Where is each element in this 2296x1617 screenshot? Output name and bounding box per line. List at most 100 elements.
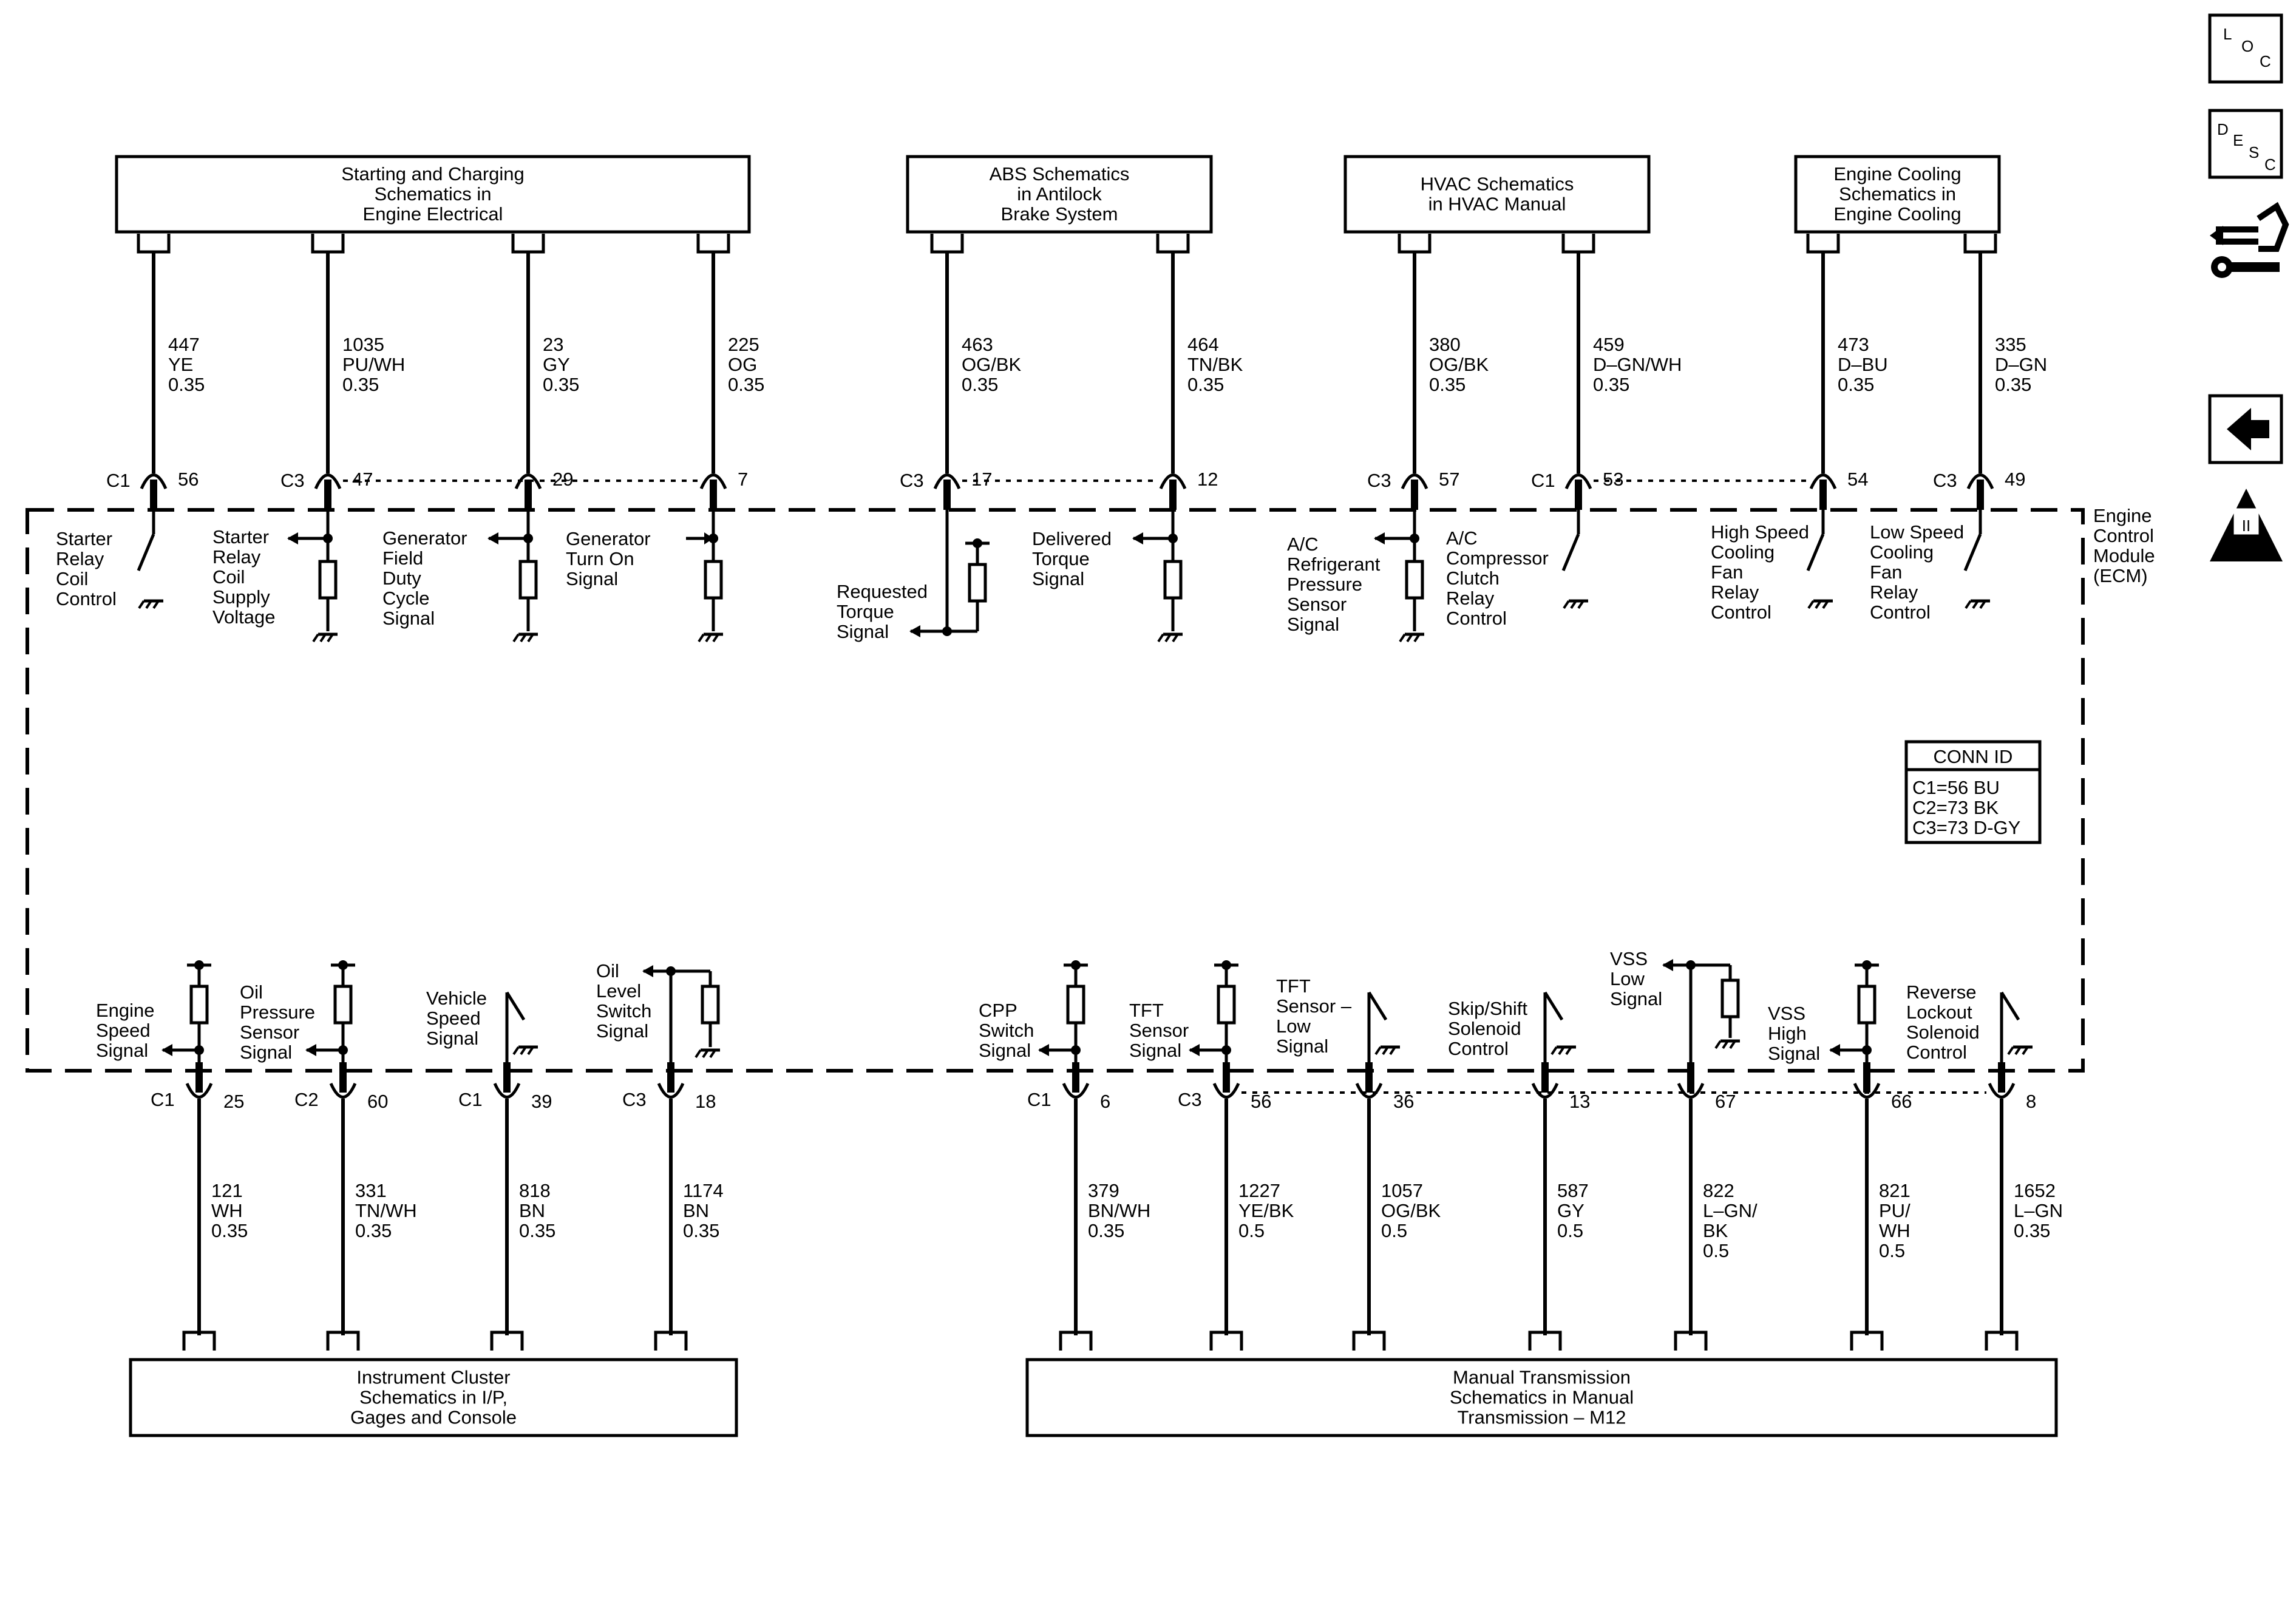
- signal-label: Coil: [56, 568, 88, 589]
- wire-label: 0.35: [1187, 374, 1224, 395]
- terminal: [137, 234, 171, 254]
- arrow-head: [909, 625, 920, 637]
- reference-box-label: Engine Electrical: [363, 203, 503, 225]
- connector-id: C3: [1367, 470, 1391, 491]
- arrow-head: [642, 965, 653, 977]
- wire-label: 0.35: [2014, 1220, 2050, 1241]
- signal-label: Torque: [1032, 548, 1090, 569]
- reference-box[interactable]: [906, 155, 1213, 234]
- ground-icon: [709, 1049, 716, 1059]
- reference-box[interactable]: [1025, 1358, 2058, 1437]
- plug-shape: [2216, 202, 2289, 252]
- pin-number: 8: [2026, 1091, 2036, 1112]
- wire-label: D–GN/WH: [1593, 354, 1682, 375]
- switch-icon: [1561, 534, 1580, 571]
- wires: [137, 234, 2019, 1351]
- terminal: [654, 1331, 688, 1351]
- connector-id: C3: [280, 470, 305, 491]
- connector-id: C1: [106, 470, 131, 491]
- wire-label: 379: [1088, 1180, 1119, 1201]
- wire-label: L–GN/: [1703, 1200, 1758, 1221]
- signal-label: Supply: [212, 586, 270, 608]
- signal-label: Starter: [212, 526, 269, 547]
- ground-icon: [1399, 633, 1406, 643]
- wire-label: 0.5: [1238, 1220, 1265, 1241]
- signal-label: Refrigerant: [1287, 554, 1381, 575]
- loc-button[interactable]: LOC: [2208, 13, 2283, 84]
- signal-label: Voltage: [212, 606, 275, 628]
- resistor: [704, 560, 723, 600]
- reference-box[interactable]: [129, 1358, 738, 1437]
- ground-icon: [512, 1046, 520, 1056]
- signal-label: Reverse: [1906, 981, 1976, 1003]
- signal-label: Engine: [96, 1000, 155, 1021]
- pin-number: 66: [1891, 1091, 1912, 1112]
- pin-number: 47: [352, 469, 373, 490]
- pin-number: 54: [1847, 469, 1868, 490]
- connector-id: C3: [1178, 1089, 1202, 1110]
- signal-label: Starter: [56, 528, 112, 549]
- connector-id: C3: [622, 1089, 647, 1110]
- terminal: [696, 234, 730, 254]
- signal-label: Requested: [837, 581, 928, 602]
- terminal: [1398, 234, 1432, 254]
- signal-label: Speed: [426, 1008, 481, 1029]
- signal-label: Signal: [566, 568, 618, 589]
- terminal: [182, 1331, 216, 1351]
- wire-label: D–GN: [1995, 354, 2047, 375]
- signal-label: Signal: [96, 1040, 148, 1061]
- reference-box[interactable]: [1794, 155, 2001, 234]
- wire-label: 822: [1703, 1180, 1734, 1201]
- reference-box[interactable]: [115, 155, 751, 234]
- wire-label: 0.35: [962, 374, 998, 395]
- terminal: [1059, 1331, 1093, 1351]
- signal-label: CPP: [979, 1000, 1017, 1021]
- signal-label: High: [1768, 1023, 1807, 1044]
- arrow-head: [287, 532, 298, 544]
- wire-label: 0.5: [1381, 1220, 1407, 1241]
- connector-id: C1: [151, 1089, 175, 1110]
- ground-icon: [520, 633, 527, 643]
- schematic-reference-boxes: [115, 155, 2058, 1437]
- connector-wrench-icon[interactable]: [2210, 202, 2289, 278]
- wire-label: 1057: [1381, 1180, 1423, 1201]
- ground-icon: [1577, 600, 1584, 609]
- back-button[interactable]: [2208, 394, 2283, 464]
- resistor: [1720, 978, 1740, 1019]
- loc-button-frame[interactable]: [2208, 13, 2283, 84]
- reference-box-label: Instrument Cluster: [356, 1367, 510, 1388]
- reference-box-label: Starting and Charging: [341, 163, 525, 185]
- wrench-hole: [2218, 263, 2226, 271]
- signal-label: Sensor: [1129, 1020, 1189, 1041]
- pin-number: 18: [695, 1091, 716, 1112]
- connector-symbol: [699, 473, 727, 490]
- wire-label: 0.5: [1879, 1240, 1905, 1261]
- wire-label: WH: [1879, 1220, 1911, 1241]
- reference-box-label: ABS Schematics: [990, 163, 1130, 185]
- resistor: [701, 985, 720, 1025]
- conn-id-line: C3=73 D-GY: [1912, 817, 2020, 838]
- module-label: Control: [2093, 525, 2154, 546]
- signal-label: Signal: [837, 621, 889, 642]
- reference-box-label: Schematics in I/P,: [359, 1387, 508, 1408]
- terminal: [1209, 1331, 1243, 1351]
- ground-icon: [527, 1046, 534, 1056]
- ecm-module-outline: [25, 508, 2085, 1073]
- reference-box[interactable]: [1343, 155, 1651, 234]
- ground-icon: [1382, 1046, 1389, 1056]
- wire-label: 818: [519, 1180, 551, 1201]
- signal-label: Signal: [1768, 1043, 1820, 1064]
- wire-label: TN/WH: [355, 1200, 417, 1221]
- desc-button-frame[interactable]: [2208, 109, 2283, 179]
- signal-label: Delivered: [1032, 528, 1112, 549]
- wire-label: 0.35: [342, 374, 379, 395]
- ground-icon: [1979, 600, 1986, 609]
- wire-label: 821: [1879, 1180, 1911, 1201]
- switch-icon: [1806, 534, 1825, 571]
- resistor: [968, 563, 987, 603]
- pin-number: 17: [971, 469, 992, 490]
- ground-icon: [1815, 600, 1822, 609]
